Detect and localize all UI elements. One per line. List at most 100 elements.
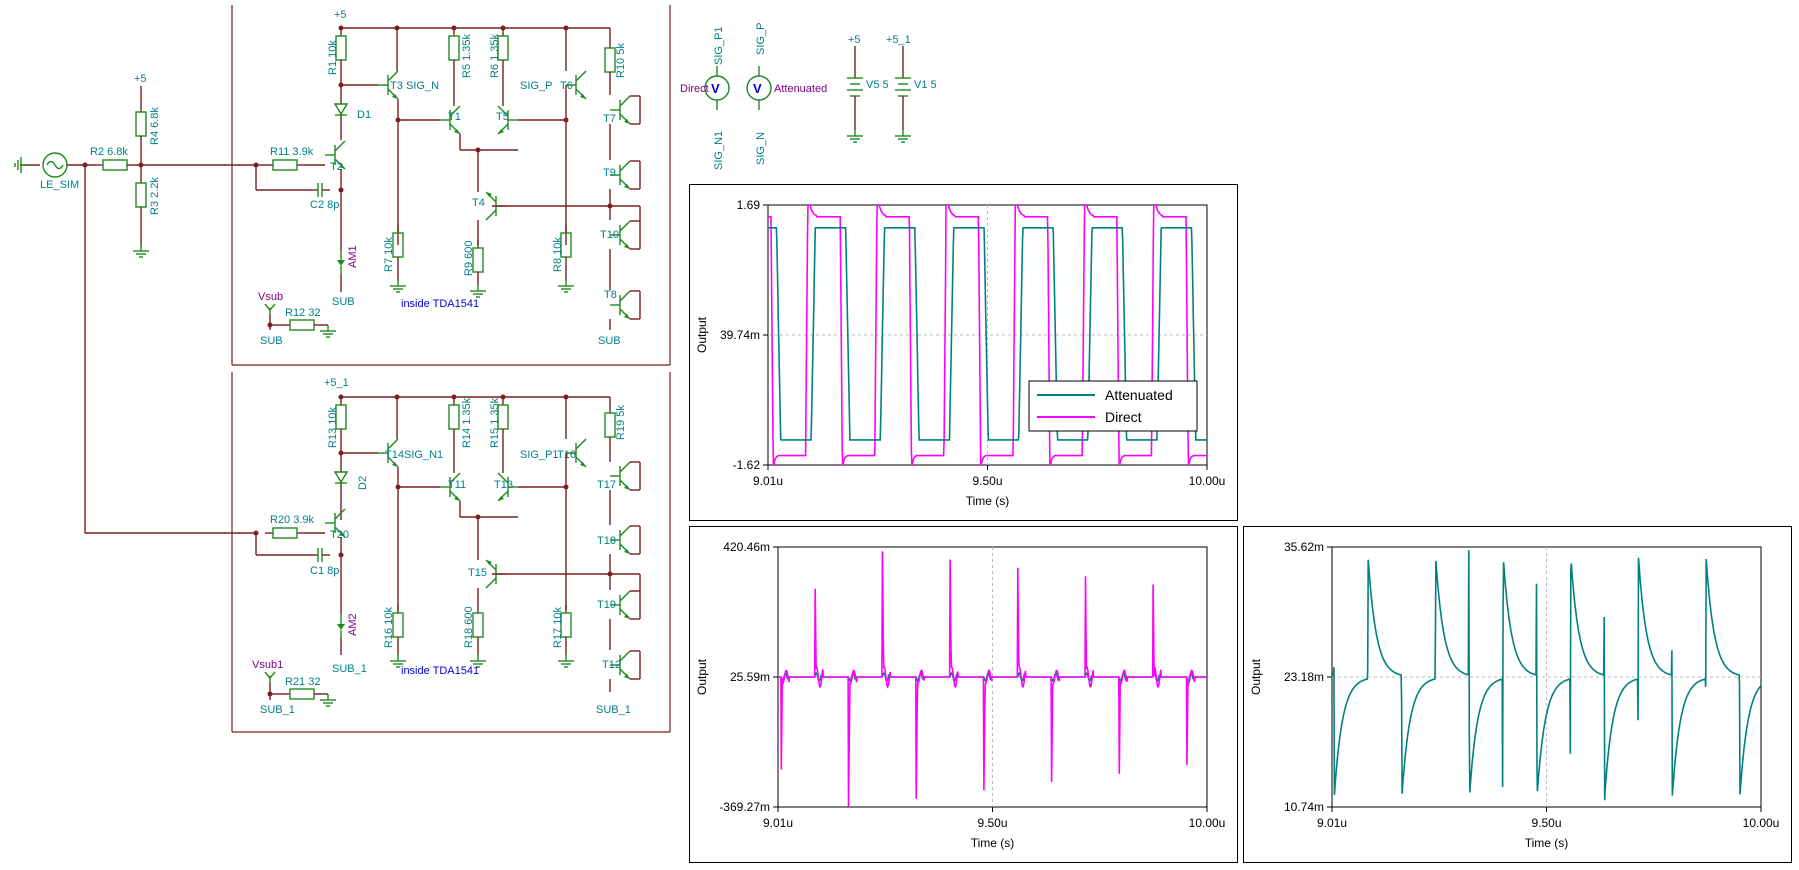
svg-text:R17 10k: R17 10k [552, 607, 564, 648]
svg-text:inside TDA1541: inside TDA1541 [401, 665, 479, 677]
svg-text:R6 1.35k: R6 1.35k [489, 33, 501, 78]
x-tick-label: 10.00u [1743, 816, 1780, 830]
diode-d1[interactable] [334, 97, 348, 123]
series-line-series-0 [1332, 550, 1761, 801]
svg-text:+5: +5 [848, 34, 861, 46]
y-tick-label: 420.46m [723, 540, 770, 554]
svg-text:R11 3.9k: R11 3.9k [270, 146, 314, 158]
svg-text:T11: T11 [448, 479, 466, 491]
series-line-attenuated [768, 227, 1207, 441]
resistor-r4[interactable] [135, 103, 147, 145]
svg-text:R8 10k: R8 10k [552, 237, 564, 272]
resistor-r2[interactable] [94, 159, 136, 171]
svg-text:SUB_1: SUB_1 [332, 663, 367, 675]
svg-text:SIG_N1: SIG_N1 [713, 131, 725, 170]
svg-text:+5_1: +5_1 [324, 377, 349, 389]
resistor-r10[interactable] [604, 39, 616, 81]
svg-text:SIG_P1: SIG_P1 [713, 26, 725, 65]
svg-text:+5: +5 [334, 9, 347, 21]
source-label: LE_SIM [40, 179, 79, 191]
svg-text:R12 32: R12 32 [285, 307, 320, 319]
series-line-series-0 [778, 551, 1207, 807]
resistor-r3[interactable] [135, 174, 147, 216]
legend-label: Attenuated [1105, 387, 1173, 403]
y-axis-label: Output [1249, 658, 1263, 695]
y-tick-label: 10.74m [1284, 800, 1324, 814]
transistor-t16[interactable] [565, 438, 587, 468]
svg-text:R2 6.8k: R2 6.8k [90, 146, 128, 158]
svg-text:R13 10k: R13 10k [327, 407, 339, 448]
svg-text:R7 10k: R7 10k [383, 237, 395, 272]
svg-text:T5: T5 [496, 111, 509, 123]
resistor-r19[interactable] [604, 404, 616, 446]
svg-text:R1 10k: R1 10k [327, 40, 339, 75]
svg-text:T3: T3 [390, 80, 403, 92]
svg-text:SUB: SUB [598, 335, 621, 347]
resistor-r14[interactable] [448, 396, 460, 438]
svg-text:T2: T2 [330, 161, 343, 173]
y-tick-label: 23.18m [1284, 670, 1324, 684]
svg-text:R15 1.35k: R15 1.35k [489, 397, 501, 448]
ammeter-am2[interactable] [336, 613, 346, 639]
svg-text:T9: T9 [603, 167, 616, 179]
svg-text:T15: T15 [468, 567, 487, 579]
resistor-r12[interactable] [281, 319, 323, 331]
x-axis-label: Time (s) [966, 494, 1010, 508]
svg-text:SIG_P: SIG_P [755, 23, 767, 55]
svg-text:T19: T19 [597, 599, 616, 611]
svg-text:R5 1.35k: R5 1.35k [461, 33, 473, 78]
upper-block: +5 R1 10k D1 R11 3.9k T2 C2 8p AM1 SUB T… [231, 5, 671, 366]
svg-text:R20 3.9k: R20 3.9k [270, 514, 315, 526]
svg-text:+5: +5 [134, 73, 147, 85]
y-tick-label: 39.74m [720, 328, 760, 342]
svg-text:R10 5k: R10 5k [615, 43, 627, 78]
y-axis-label: Output [695, 658, 709, 695]
capacitor-c2[interactable] [309, 182, 331, 198]
resistor-r11[interactable] [264, 159, 306, 171]
svg-text:T12: T12 [602, 659, 621, 671]
resistor-r5[interactable] [448, 27, 460, 69]
svg-text:T4: T4 [472, 197, 485, 209]
y-axis-label: Output [695, 316, 709, 353]
inside-label: inside TDA1541 [401, 298, 479, 310]
x-tick-label: 9.50u [977, 816, 1007, 830]
svg-text:Direct: Direct [680, 83, 709, 95]
svg-text:R18 600: R18 600 [463, 606, 475, 648]
resistor-r21[interactable] [281, 688, 323, 700]
svg-text:R3 2.2k: R3 2.2k [149, 177, 161, 215]
x-tick-label: 9.01u [753, 474, 783, 488]
svg-text:T17: T17 [597, 479, 616, 491]
y-tick-label: -369.27m [719, 800, 770, 814]
svg-text:AM1: AM1 [347, 245, 359, 268]
svg-text:R16 10k: R16 10k [383, 607, 395, 648]
svg-text:V1 5: V1 5 [914, 79, 937, 91]
svg-text:C2 8p: C2 8p [310, 199, 339, 211]
svg-text:SIG_N1: SIG_N1 [404, 449, 443, 461]
ammeter-am1[interactable] [336, 249, 346, 275]
diode-d2[interactable] [334, 465, 348, 491]
legend-box [1028, 380, 1198, 432]
capacitor-c1[interactable] [309, 547, 331, 563]
svg-text:SIG_P: SIG_P [520, 80, 552, 92]
y-tick-label: 1.69 [737, 198, 761, 212]
svg-text:R19 5k: R19 5k [615, 405, 627, 440]
svg-text:SIG_P1: SIG_P1 [520, 449, 559, 461]
resistor-r20[interactable] [264, 527, 306, 539]
svg-text:T7: T7 [603, 113, 616, 125]
series-line-direct [768, 205, 1207, 465]
svg-text:V: V [753, 81, 762, 96]
svg-text:R14 1.35k: R14 1.35k [461, 397, 473, 448]
y-tick-label: 25.59m [730, 670, 770, 684]
x-tick-label: 10.00u [1189, 474, 1226, 488]
x-tick-label: 9.01u [763, 816, 793, 830]
svg-text:SUB_1: SUB_1 [260, 704, 295, 716]
svg-text:D2: D2 [357, 476, 369, 490]
svg-text:T14: T14 [385, 449, 404, 461]
svg-text:C1 8p: C1 8p [310, 565, 339, 577]
